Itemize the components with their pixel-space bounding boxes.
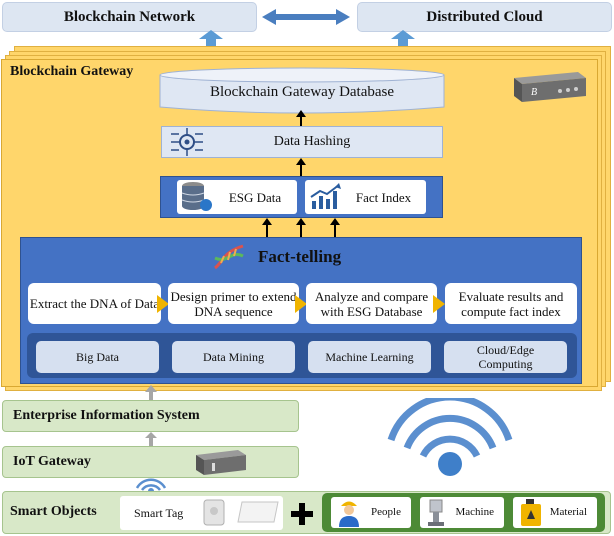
blockchain-network-label: Blockchain Network (63, 8, 196, 25)
data-hashing-label: Data Hashing (273, 134, 351, 149)
step-evaluate-results: Evaluate results and compute fact index (445, 283, 577, 324)
object-people: People (331, 497, 411, 528)
server-icon: B (514, 72, 586, 102)
wifi-signal-icon (387, 398, 513, 476)
database-label: Blockchain Gateway Database (209, 84, 395, 100)
database-icon (181, 182, 212, 211)
distributed-cloud-box: Distributed Cloud (357, 2, 612, 32)
material-container-icon (521, 499, 541, 526)
tech-big-data: Big Data (36, 341, 159, 373)
arrow-head (330, 218, 340, 225)
fact-index-label: Fact Index (355, 189, 412, 205)
arrow-head (262, 218, 272, 225)
machine-icon (428, 499, 444, 526)
distributed-cloud-label: Distributed Cloud (426, 8, 543, 25)
circuit-hash-icon (171, 128, 203, 156)
fact-telling-title: Fact-telling (258, 247, 342, 266)
svg-text:B: B (531, 87, 537, 98)
smart-tag-device-icon (203, 499, 225, 526)
tech-cloud-edge: Cloud/Edge Computing (444, 341, 567, 373)
arrow-head (296, 158, 306, 165)
dna-icon (214, 244, 244, 270)
enterprise-information-system: Enterprise Information System (2, 400, 299, 432)
arrow-head (296, 218, 306, 225)
arrow-up (300, 116, 302, 126)
upload-arrow-icon (199, 30, 223, 46)
step-arrow (295, 295, 307, 313)
step-extract-dna: Extract the DNA of Data (28, 283, 161, 324)
smart-objects-title: Smart Objects (10, 504, 97, 519)
upload-arrow-icon (391, 30, 415, 46)
iot-gateway: IoT Gateway (2, 446, 299, 478)
blockchain-gateway-title: Blockchain Gateway (10, 64, 134, 79)
fact-index-box: Fact Index (305, 180, 426, 214)
bidirectional-arrow-icon (262, 9, 350, 25)
tech-machine-learning: Machine Learning (308, 341, 431, 373)
smart-tag-card-icon (237, 501, 279, 523)
database-cylinder (159, 67, 445, 114)
arrow-up (300, 165, 302, 177)
tech-data-mining: Data Mining (172, 341, 295, 373)
blockchain-network-box: Blockchain Network (2, 2, 257, 32)
gateway-device-icon (196, 450, 246, 475)
step-arrow (157, 295, 169, 313)
arrow-up (300, 225, 302, 237)
worker-icon (339, 501, 359, 527)
step-arrow (433, 295, 445, 313)
arrow-up (334, 225, 336, 237)
gray-arrow-up (145, 385, 157, 401)
step-design-primer: Design primer to extend DNA sequence (168, 283, 299, 324)
arrow-head (296, 110, 306, 117)
chart-icon (310, 183, 341, 209)
esg-data-label: ESG Data (228, 189, 282, 205)
gray-arrow-up (145, 432, 157, 446)
step-analyze-compare: Analyze and compare with ESG Database (306, 283, 437, 324)
plus-icon (291, 503, 313, 525)
data-hashing-box: Data Hashing (161, 126, 443, 158)
arrow-up (266, 225, 268, 237)
smart-tag-label: Smart Tag (134, 506, 184, 520)
